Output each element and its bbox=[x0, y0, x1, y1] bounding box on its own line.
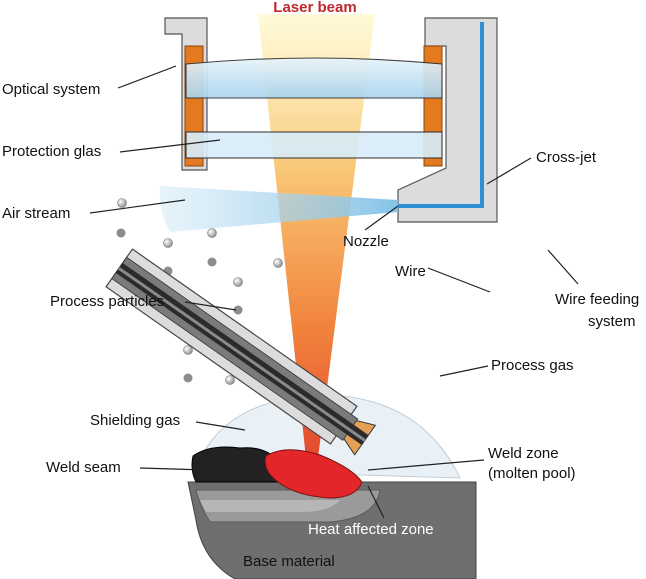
protection-glass bbox=[185, 131, 443, 159]
label-process-particles: Process particles bbox=[50, 293, 164, 310]
particle bbox=[233, 277, 243, 287]
label-base-material: Base material bbox=[243, 553, 335, 570]
particle bbox=[183, 345, 193, 355]
leader-weld-seam bbox=[139, 467, 207, 471]
leader-weld-zone bbox=[367, 459, 485, 471]
leader-heat-affected-zone bbox=[367, 485, 385, 519]
label-shielding-gas: Shielding gas bbox=[90, 412, 180, 429]
leader-nozzle bbox=[364, 205, 399, 231]
laser-beam-icon bbox=[258, 14, 375, 458]
leader-wire bbox=[427, 267, 491, 293]
heat-affected-zone-inner bbox=[200, 500, 340, 512]
molten-pool bbox=[264, 449, 363, 499]
leader-wire-feeding bbox=[547, 249, 579, 285]
leader-process-particles bbox=[184, 301, 237, 311]
label-optical-system: Optical system bbox=[2, 81, 100, 98]
label-weld-zone-line1: Weld zone bbox=[488, 445, 559, 462]
optical-lens bbox=[185, 57, 443, 99]
label-protection-glas: Protection glas bbox=[2, 143, 101, 160]
label-wire-feeding-line1: Wire feeding bbox=[555, 291, 639, 308]
particle bbox=[116, 228, 126, 238]
particle bbox=[233, 305, 243, 315]
label-wire: Wire bbox=[395, 263, 426, 280]
label-weld-seam: Weld seam bbox=[46, 459, 121, 476]
label-weld-zone-line2: (molten pool) bbox=[488, 465, 576, 482]
wire-highlight bbox=[118, 267, 366, 442]
particle bbox=[225, 375, 235, 385]
label-wire-feeding-line2: system bbox=[588, 313, 636, 330]
air-stream bbox=[159, 186, 398, 232]
weld-seam bbox=[191, 446, 283, 483]
leader-shielding-gas bbox=[195, 421, 246, 431]
leader-optical-system bbox=[117, 65, 177, 89]
leader-process-gas bbox=[439, 365, 489, 377]
label-nozzle: Nozzle bbox=[343, 233, 389, 250]
particle bbox=[207, 228, 217, 238]
leader-protection-glas bbox=[119, 139, 221, 153]
label-cross-jet: Cross-jet bbox=[536, 149, 597, 166]
wire-feeder-icon bbox=[105, 248, 377, 456]
label-heat-affected-zone: Heat affected zone bbox=[308, 521, 434, 538]
particle bbox=[183, 373, 193, 383]
diagram-title: Laser beam bbox=[273, 0, 356, 16]
cross-jet-channel bbox=[398, 22, 484, 208]
particle bbox=[207, 257, 217, 267]
leader-air-stream bbox=[89, 199, 186, 214]
particle bbox=[117, 198, 127, 208]
particle bbox=[163, 238, 173, 248]
label-process-gas: Process gas bbox=[491, 357, 574, 374]
label-air-stream: Air stream bbox=[2, 205, 70, 222]
leader-cross-jet bbox=[486, 157, 532, 185]
particle bbox=[273, 258, 283, 268]
